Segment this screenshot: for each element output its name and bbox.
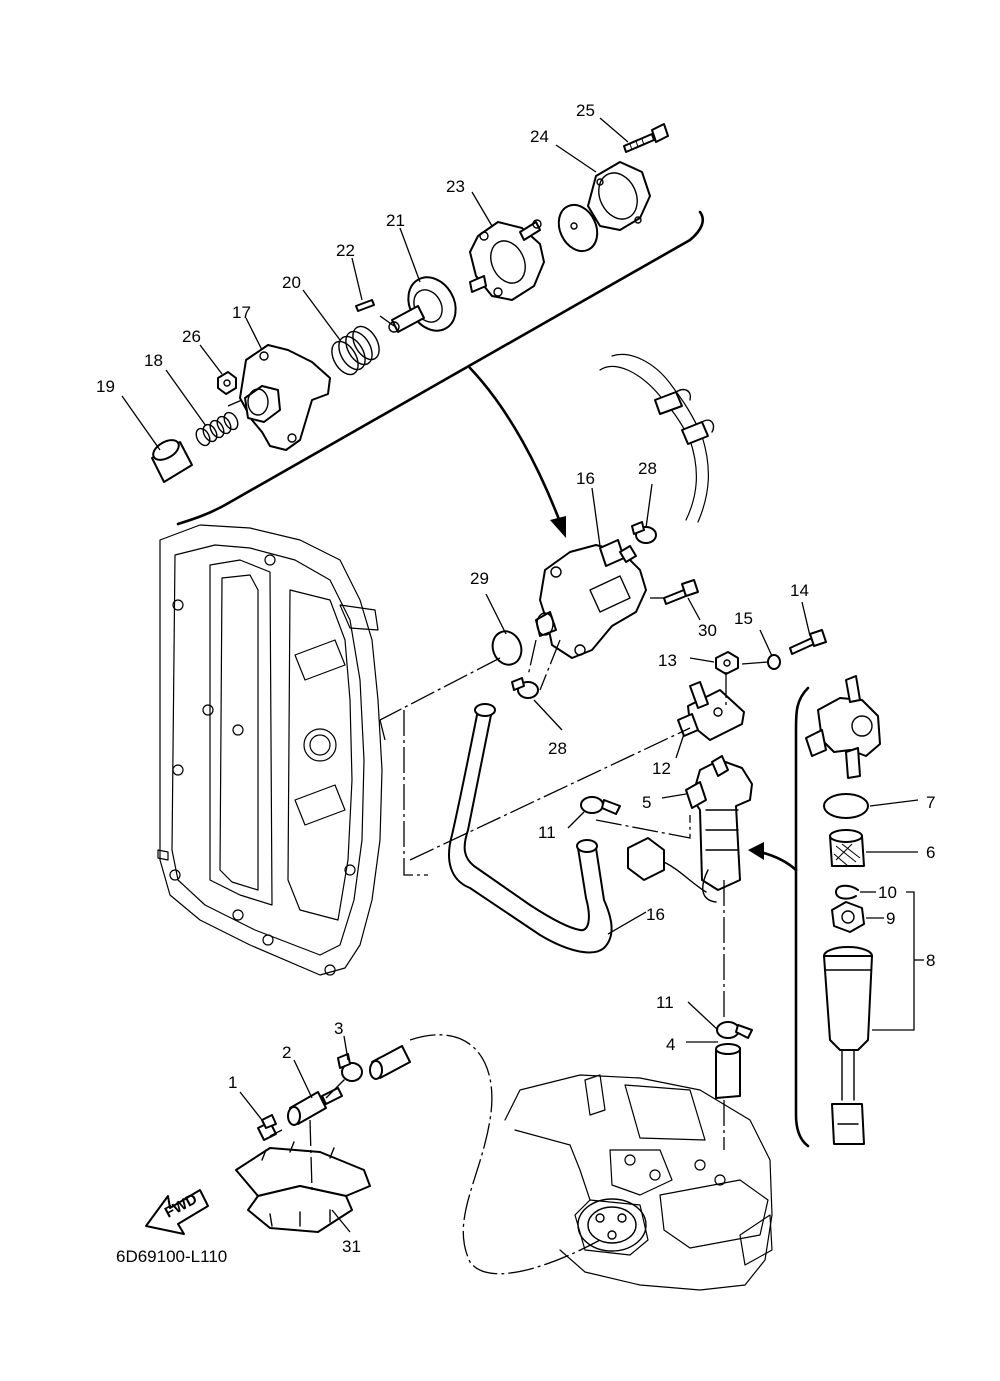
label-part-31: 31 [342, 1237, 361, 1256]
filter-arrow [748, 842, 798, 872]
filter-detail-bracket [794, 686, 810, 1148]
part-30-bolt [663, 579, 699, 605]
part-28-clamp-upper [631, 521, 657, 544]
fuel-hose-lower [369, 1045, 411, 1080]
part-18-pump-body [239, 344, 331, 451]
connection-lines [227, 315, 769, 1275]
label-part-17: 16 [576, 469, 595, 488]
part-20-plunger [151, 439, 193, 483]
label-part-7: 7 [926, 793, 935, 812]
drawing-code: 6D69100-L110 [116, 1247, 227, 1266]
label-part-6: 6 [926, 843, 935, 862]
part-5-connector [627, 837, 707, 893]
part-28-clamp-lower [511, 677, 539, 699]
label-part-30: 30 [698, 621, 717, 640]
part-26-screw [623, 123, 669, 153]
part-15-washer [767, 654, 781, 670]
part-3-clamp [337, 1053, 363, 1082]
part-27-nut [217, 371, 237, 395]
label-part-11-upper: 11 [538, 823, 556, 842]
label-part-1: 1 [228, 1073, 237, 1092]
filter-head-detail [805, 675, 881, 779]
label-part-23: 22 [336, 241, 355, 260]
leader-lines [121, 117, 924, 1233]
label-part-12: 12 [652, 759, 671, 778]
bracket-arrow [468, 366, 566, 538]
part-13-nut [715, 651, 739, 675]
label-part-10: 10 [878, 883, 897, 902]
label-part-4: 4 [666, 1035, 675, 1054]
engine-block-outline [504, 1074, 773, 1291]
label-part-15: 15 [734, 609, 753, 628]
fwd-arrow: FWD [145, 1189, 209, 1235]
part-4-hose [715, 1043, 741, 1099]
label-part-9: 9 [886, 909, 895, 928]
label-part-5: 5 [642, 793, 651, 812]
part-17-fuel-pump [535, 539, 647, 659]
part-25-cover [587, 161, 651, 231]
part-31-cover [235, 1141, 371, 1233]
part-23-pin [355, 299, 375, 312]
label-part-18: 17 [232, 303, 251, 322]
fuel-hose-upper [599, 354, 715, 523]
part-29-o-ring [491, 630, 523, 666]
label-part-20: 19 [96, 377, 115, 396]
label-part-11-lower: 11 [656, 993, 674, 1012]
part-12-bracket [677, 681, 745, 741]
cylinder-head-outline [157, 524, 383, 976]
part-10-circlip [835, 884, 859, 900]
label-part-25: 24 [530, 127, 549, 146]
label-part-2: 2 [282, 1043, 291, 1062]
label-part-14: 14 [790, 581, 809, 600]
part-22-diaphragm [388, 276, 457, 333]
part-8-filter-bowl [823, 946, 873, 1145]
label-part-19: 18 [144, 351, 163, 370]
label-part-26: 25 [576, 101, 595, 120]
label-part-3: 3 [334, 1019, 343, 1038]
label-part-16: 16 [646, 905, 665, 924]
part-16-fuel-hose [448, 703, 613, 954]
label-part-21: 20 [282, 273, 301, 292]
label-part-13: 13 [658, 651, 677, 670]
label-part-28-upper: 28 [638, 459, 657, 478]
part-21-spring [331, 325, 380, 376]
part-number-labels: 25 24 23 21 22 20 17 26 18 19 16 28 29 1… [96, 101, 935, 1256]
pump-detail-bracket [176, 210, 704, 526]
part-11-clamp-lower [716, 1021, 753, 1039]
label-part-22: 21 [386, 211, 405, 230]
label-part-24: 23 [446, 177, 465, 196]
part-6-strainer [829, 829, 865, 867]
part-24-pump-housing [469, 219, 545, 301]
label-part-28-lower: 28 [548, 739, 567, 758]
part-7-o-ring [823, 793, 869, 819]
label-part-29: 29 [470, 569, 489, 588]
part-2-fitting [287, 1087, 343, 1126]
part-25-disk [557, 203, 599, 253]
part-14-bolt [789, 629, 827, 655]
part-5-fuel-filter [685, 755, 753, 903]
part-19-spring [195, 411, 239, 447]
label-part-8: 8 [926, 951, 935, 970]
part-9-nut [831, 901, 865, 933]
label-part-27: 26 [182, 327, 201, 346]
part-11-clamp-upper [580, 796, 621, 815]
